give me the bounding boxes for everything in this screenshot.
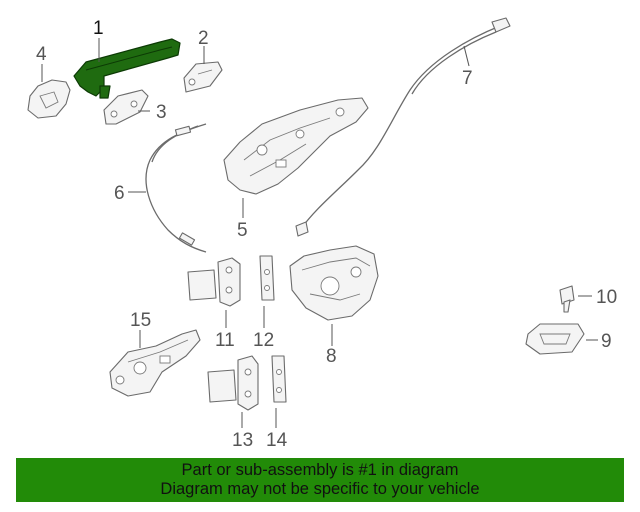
part-8-door-latch[interactable] [289,245,379,321]
callout-11: 11 [215,330,235,351]
banner-line-1: Part or sub-assembly is #1 in diagram [181,461,459,479]
part-6-cable[interactable] [145,123,207,253]
part-5-latch-carrier[interactable] [223,97,369,195]
callout-12: 12 [253,330,274,351]
part-3-bezel[interactable] [103,89,149,125]
callout-8: 8 [326,346,337,367]
part-14-shim[interactable] [271,355,287,403]
callout-1: 1 [93,18,104,39]
callout-6: 6 [114,183,125,204]
callout-5: 5 [237,220,248,241]
callout-10: 10 [596,287,617,308]
part-4-handle-cap[interactable] [27,79,71,119]
callout-4: 4 [36,44,47,65]
part-13-lower-hinge[interactable] [207,355,259,411]
banner-line-2: Diagram may not be specific to your vehi… [160,480,480,498]
callout-labels: 1 2 3 4 5 6 7 8 9 10 11 12 13 14 15 [36,18,617,451]
parts-diagram: 1 2 3 4 5 6 7 8 9 10 11 12 13 14 15 [27,17,617,451]
part-2-gasket[interactable] [183,61,223,93]
callout-9: 9 [601,331,612,352]
info-banner: Part or sub-assembly is #1 in diagram Di… [16,458,624,502]
callout-7: 7 [462,68,473,89]
leader-lines [41,38,598,428]
part-9-striker[interactable] [525,323,585,355]
callout-3: 3 [156,102,167,123]
callout-2: 2 [198,28,209,49]
callout-13: 13 [232,430,253,451]
callout-14: 14 [266,430,288,451]
part-12-shim[interactable] [259,255,275,301]
part-15-door-check[interactable] [109,329,201,397]
callout-15: 15 [130,310,151,331]
part-7-cable[interactable] [295,17,511,237]
part-11-upper-hinge[interactable] [187,257,241,307]
part-10-bolt[interactable] [559,285,575,313]
part-1-door-handle[interactable] [73,38,181,99]
